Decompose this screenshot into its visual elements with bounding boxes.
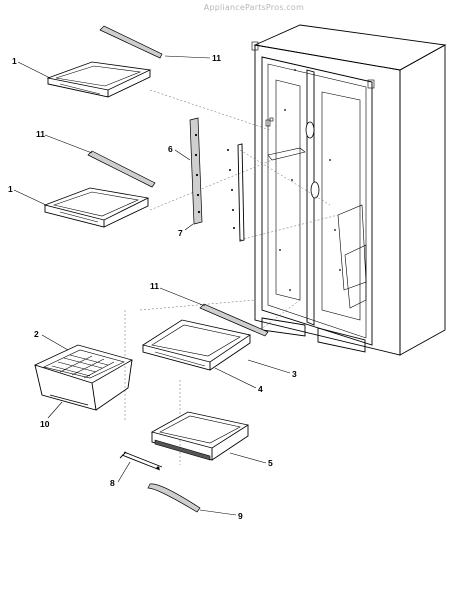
shelf-trim-top [99, 25, 163, 59]
callout-5: 5 [268, 458, 273, 468]
glide-part [119, 451, 163, 471]
callout-2: 2 [34, 329, 39, 339]
shelf-second [43, 187, 150, 228]
callout-10: 10 [40, 419, 50, 429]
callout-1-second: 1 [8, 184, 13, 194]
refrigerator-cabinet [251, 24, 447, 356]
callout-11-top: 11 [212, 53, 221, 63]
callout-4: 4 [258, 384, 263, 394]
callout-11-third: 11 [150, 281, 159, 291]
callout-labels: 1 11 11 1 6 7 11 2 3 4 10 5 8 9 [8, 53, 297, 521]
watermark-text: AppliancePartsPros.com [203, 3, 304, 12]
shelf-bracket [227, 143, 245, 242]
shelf-middle [142, 319, 251, 371]
callout-3: 3 [292, 369, 297, 379]
shelf-lower [150, 411, 250, 461]
callout-leaders [13, 55, 291, 516]
callout-6: 6 [168, 144, 173, 154]
callout-9: 9 [238, 511, 243, 521]
assembly-guide-lines [124, 89, 339, 465]
crisper-drawer [33, 344, 134, 411]
callout-8: 8 [110, 478, 115, 488]
callout-7: 7 [178, 228, 183, 238]
drawer-trim [147, 483, 201, 513]
callout-11-second: 11 [36, 129, 45, 139]
callout-1-top: 1 [12, 56, 17, 66]
shelf-trim-second [87, 150, 156, 188]
shelf-top [46, 61, 152, 98]
shelf-support-rail [189, 117, 203, 225]
